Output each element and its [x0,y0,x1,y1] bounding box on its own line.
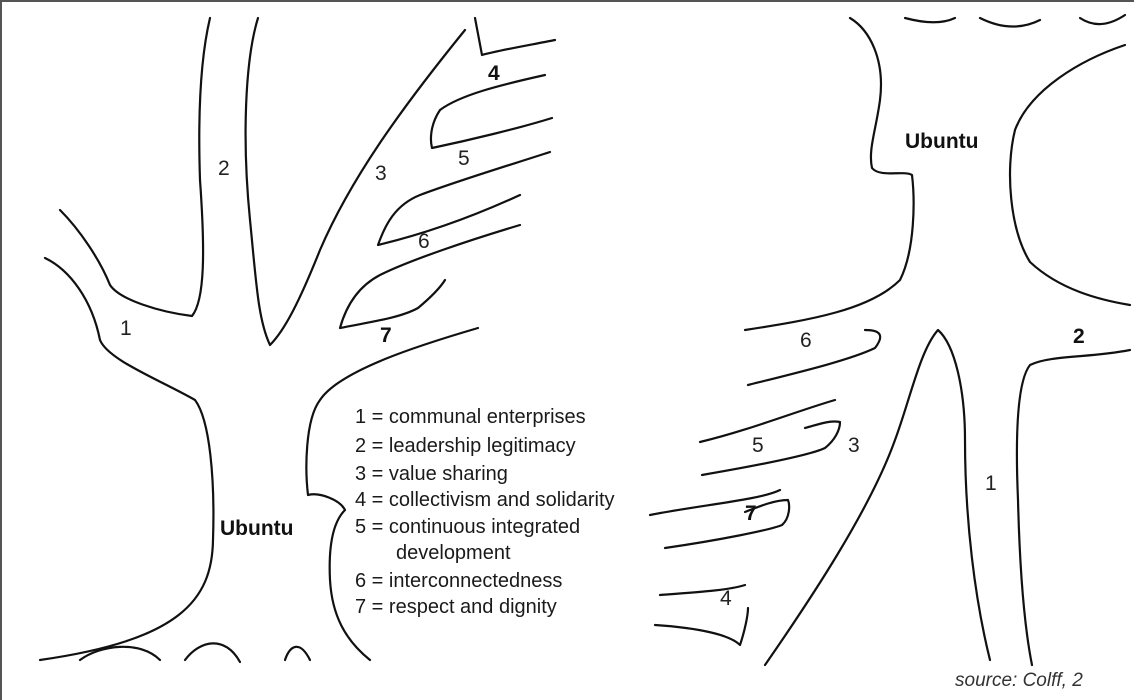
right-branch-4 [655,585,748,645]
left-root-3 [285,647,310,660]
right-label-2: 2 [1073,325,1085,348]
right-branch-7 [650,490,789,548]
left-tree: 1 2 3 4 5 6 7 Ubuntu [40,18,555,662]
legend: 1 = communal enterprises 2 = leadership … [355,406,615,618]
right-tree-title: Ubuntu [905,130,978,153]
right-crown-wave-1 [905,18,955,22]
right-crown-wave-3 [1080,15,1125,24]
right-label-1: 1 [985,472,997,495]
legend-item-7: 7 = respect and dignity [355,596,557,618]
right-branch-5 [700,400,840,475]
left-label-5: 5 [458,147,470,170]
left-root-2 [185,643,240,662]
left-label-6: 6 [418,230,430,253]
left-label-4: 4 [488,62,500,85]
legend-item-3: 3 = value sharing [355,463,508,485]
left-label-3: 3 [375,162,387,185]
right-label-6: 6 [800,329,812,352]
right-branch-1 [765,330,990,665]
right-crown-wave-2 [980,18,1040,27]
left-tree-title: Ubuntu [220,517,293,540]
right-label-3: 3 [848,434,860,457]
right-branch-2 [1017,350,1130,665]
right-trunk-right-edge [1010,45,1130,305]
legend-item-4: 4 = collectivism and solidarity [355,489,615,511]
left-label-1: 1 [120,317,132,340]
legend-item-6: 6 = interconnectedness [355,570,562,592]
right-branch-6 [748,330,880,385]
legend-item-5-continued: development [396,542,511,564]
left-root-1 [80,647,160,660]
legend-item-2: 2 = leadership legitimacy [355,435,576,457]
left-label-2: 2 [218,157,230,180]
right-label-5: 5 [752,434,764,457]
legend-item-1: 1 = communal enterprises [355,406,586,428]
left-trunk-left-edge [60,18,210,316]
right-label-7: 7 [745,502,757,525]
left-label-7: 7 [380,324,392,347]
source-credit: source: Colff, 2 [955,670,1083,691]
right-label-4: 4 [720,587,732,610]
legend-item-5: 5 = continuous integrated [355,516,580,538]
left-branch-6-7 [340,225,520,328]
right-crown-top [745,18,914,330]
right-tree: 1 2 3 4 5 6 7 Ubuntu [650,15,1130,665]
